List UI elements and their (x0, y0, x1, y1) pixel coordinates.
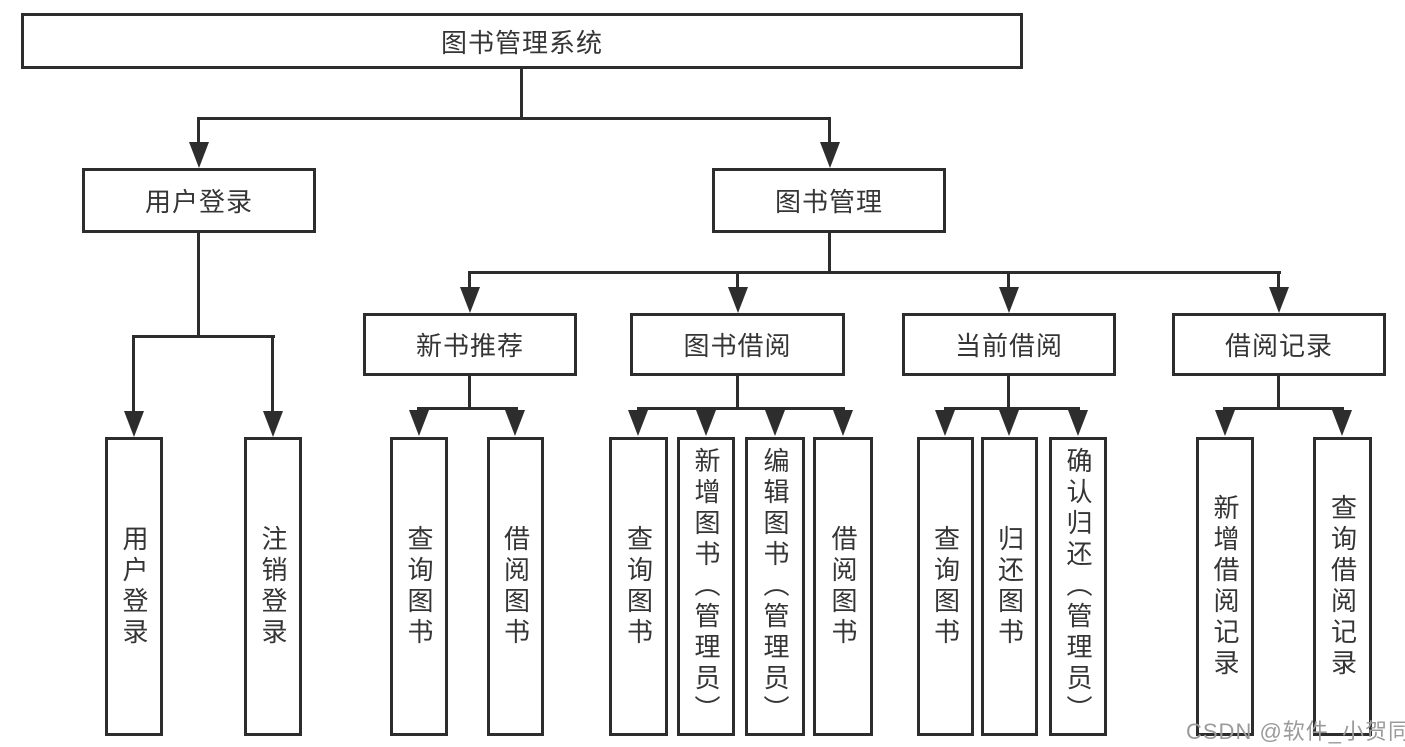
leaf-edit-books-admin-label: 编辑图书（管理员） (760, 447, 790, 726)
arrow-to-leaf-add-record (1215, 410, 1235, 436)
leaf-query-books-borrow-label: 查询图书 (623, 524, 654, 649)
edge-book-stem (828, 232, 831, 272)
leaf-query-books-current: 查询图书 (917, 437, 974, 736)
edge-user-to-login (132, 336, 135, 413)
arrow-to-leaf-borrow-books (833, 410, 853, 436)
node-user-login-label: 用户登录 (144, 187, 253, 217)
csdn-watermark: CSDN @软件_小贺同学 (1186, 719, 1405, 744)
edge-to-current-borrow (1007, 272, 1010, 291)
arrow-to-book-management (820, 142, 840, 168)
node-book-management-label: 图书管理 (774, 187, 883, 217)
node-user-login: 用户登录 (82, 168, 316, 233)
edge-current-bar (944, 407, 1080, 410)
leaf-return-books: 归还图书 (981, 437, 1038, 736)
edge-to-borrow-records (1277, 272, 1280, 291)
edge-record-bar (1223, 407, 1344, 410)
node-current-borrow: 当前借阅 (902, 313, 1116, 376)
leaf-add-books-admin-label: 新增图书（管理员） (691, 447, 721, 726)
arrow-to-leaf-confirm-return (1068, 410, 1088, 436)
node-borrow-records-label: 借阅记录 (1224, 331, 1333, 361)
node-current-borrow-label: 当前借阅 (954, 331, 1063, 361)
edge-root-stem (520, 68, 523, 118)
edge-borrow-stem (736, 376, 739, 408)
leaf-borrow-books-recommend-label: 借阅图书 (500, 524, 531, 649)
leaf-user-login: 用户登录 (105, 437, 163, 736)
leaf-add-books-admin: 新增图书（管理员） (677, 437, 735, 736)
leaf-logout-label: 注销登录 (258, 524, 288, 649)
edge-root-to-user (197, 118, 200, 146)
arrow-to-user-login (189, 142, 209, 168)
node-root-label: 图书管理系统 (440, 27, 603, 58)
arrow-to-leaf-query-borrow (628, 410, 648, 436)
edge-root-to-book (828, 118, 831, 146)
node-book-borrow-label: 图书借阅 (683, 331, 792, 361)
arrow-to-leaf-query-recommend (409, 410, 429, 436)
node-book-borrow: 图书借阅 (630, 313, 845, 376)
arrow-to-book-borrow (728, 287, 748, 313)
leaf-user-login-label: 用户登录 (119, 524, 149, 649)
leaf-add-borrow-record-label: 新增借阅记录 (1210, 493, 1240, 680)
edge-user-stem (197, 232, 200, 336)
node-borrow-records: 借阅记录 (1172, 313, 1386, 376)
leaf-confirm-return-admin-label: 确认归还（管理员） (1063, 447, 1093, 726)
arrow-to-current-borrow (999, 287, 1019, 313)
leaf-logout: 注销登录 (244, 437, 302, 736)
leaf-borrow-books-recommend: 借阅图书 (487, 437, 544, 736)
edge-borrow-bar (637, 407, 845, 410)
leaf-return-books-label: 归还图书 (994, 524, 1025, 649)
arrow-to-borrow-records (1269, 287, 1289, 313)
arrow-to-leaf-return-books (999, 410, 1019, 436)
arrow-to-leaf-query-current (935, 410, 955, 436)
arrow-to-new-book-recommend (460, 287, 480, 313)
arrow-to-leaf-borrow-recommend (505, 410, 525, 436)
leaf-query-books-recommend: 查询图书 (390, 437, 448, 736)
edge-to-new-book (468, 272, 471, 291)
arrow-to-leaf-add-books (696, 410, 716, 436)
edge-current-stem (1007, 376, 1010, 408)
leaf-confirm-return-admin: 确认归还（管理员） (1049, 437, 1107, 736)
arrow-to-leaf-user-login (124, 411, 144, 437)
edge-to-book-borrow (736, 272, 739, 291)
leaf-add-borrow-record: 新增借阅记录 (1196, 437, 1254, 736)
node-book-management: 图书管理 (712, 168, 946, 233)
leaf-edit-books-admin: 编辑图书（管理员） (745, 437, 805, 736)
arrow-to-leaf-query-record (1332, 410, 1352, 436)
edge-root-bar (197, 117, 831, 120)
leaf-borrow-books: 借阅图书 (813, 437, 873, 736)
leaf-query-books-borrow: 查询图书 (609, 437, 668, 736)
node-new-book-recommend-label: 新书推荐 (415, 331, 524, 361)
node-new-book-recommend: 新书推荐 (363, 313, 577, 376)
leaf-borrow-books-label: 借阅图书 (828, 524, 858, 649)
arrow-to-leaf-edit-books (765, 410, 785, 436)
leaf-query-books-current-label: 查询图书 (930, 524, 961, 649)
edge-record-stem (1277, 376, 1280, 408)
node-root: 图书管理系统 (21, 13, 1023, 69)
edge-new-bar (417, 407, 518, 410)
leaf-query-borrow-record: 查询借阅记录 (1313, 437, 1372, 736)
edge-book-bar (468, 271, 1281, 274)
edge-new-stem (468, 376, 471, 408)
leaf-query-borrow-record-label: 查询借阅记录 (1327, 493, 1358, 680)
edge-user-to-logout (271, 336, 274, 413)
edge-user-bar (132, 335, 275, 338)
arrow-to-leaf-logout (263, 411, 283, 437)
leaf-query-books-recommend-label: 查询图书 (404, 524, 434, 649)
